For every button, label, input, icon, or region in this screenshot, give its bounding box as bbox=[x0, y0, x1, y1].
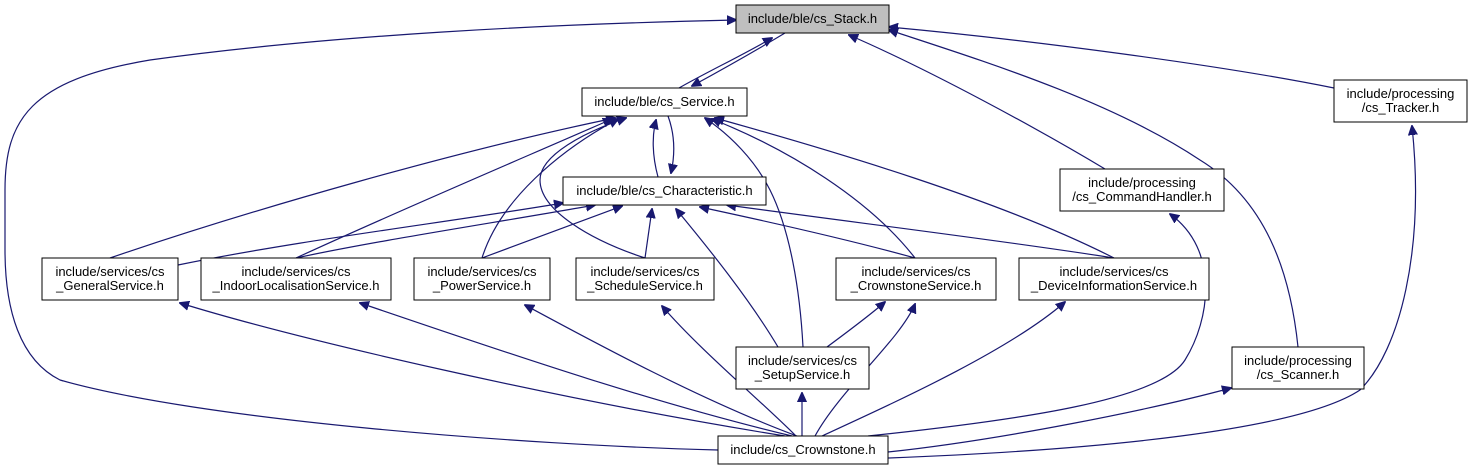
node-box bbox=[835, 257, 997, 301]
edge-crownstone-to-indoor bbox=[360, 303, 793, 437]
edge-schedule-to-service bbox=[539, 118, 646, 259]
node-deviceinfo[interactable]: include/services/cs_DeviceInformationSer… bbox=[1018, 257, 1210, 301]
node-label: include/ble/cs_Stack.h bbox=[748, 11, 877, 26]
edge-tracker-to-stack bbox=[889, 27, 1335, 89]
node-box bbox=[717, 435, 889, 465]
node-box bbox=[562, 176, 767, 206]
node-general[interactable]: include/services/cs_GeneralService.h bbox=[41, 257, 179, 301]
node-label: include/ble/cs_Service.h bbox=[594, 94, 734, 109]
node-label: _DeviceInformationService.h bbox=[1030, 278, 1197, 293]
edge-cmdhandler-to-stack bbox=[849, 35, 1106, 170]
node-box bbox=[1231, 346, 1365, 390]
edge-crownstone_svc-to-characteristic bbox=[700, 207, 916, 259]
node-label: include/ble/cs_Characteristic.h bbox=[576, 183, 752, 198]
edge-deviceinfo-to-characteristic bbox=[727, 205, 1115, 259]
node-label: /cs_CommandHandler.h bbox=[1072, 189, 1211, 204]
node-label: include/services/cs bbox=[1059, 264, 1169, 279]
node-label: include/services/cs bbox=[861, 264, 971, 279]
node-box bbox=[735, 346, 870, 390]
edge-stack-to-service bbox=[692, 32, 786, 86]
edge-crownstone-to-scanner bbox=[887, 388, 1231, 453]
node-label: include/services/cs bbox=[748, 353, 858, 368]
node-characteristic[interactable]: include/ble/cs_Characteristic.h bbox=[562, 176, 767, 206]
node-service[interactable]: include/ble/cs_Service.h bbox=[581, 87, 748, 117]
node-box bbox=[575, 257, 715, 301]
node-label: include/services/cs bbox=[427, 264, 537, 279]
edge-general-to-service bbox=[109, 118, 615, 259]
edge-schedule-to-characteristic bbox=[644, 209, 652, 259]
node-tracker[interactable]: include/processing/cs_Tracker.h bbox=[1333, 79, 1468, 123]
edge-general-to-characteristic bbox=[177, 203, 563, 266]
node-label: _SetupService.h bbox=[754, 367, 850, 382]
edge-crownstone-to-cmdhandler bbox=[867, 214, 1207, 437]
edge-crownstone-to-deviceinfo bbox=[821, 302, 1065, 437]
node-cmdhandler[interactable]: include/processing/cs_CommandHandler.h bbox=[1059, 168, 1225, 212]
edge-crownstone-to-general bbox=[180, 303, 786, 437]
edge-crownstone-to-power bbox=[525, 305, 798, 437]
node-label: include/services/cs bbox=[590, 264, 700, 279]
nodes-layer: include/ble/cs_Stack.h include/ble/cs_Ser… bbox=[41, 4, 1468, 465]
node-label: _IndoorLocalisationService.h bbox=[212, 278, 380, 293]
node-schedule[interactable]: include/services/cs_ScheduleService.h bbox=[575, 257, 715, 301]
node-label: _PowerService.h bbox=[432, 278, 531, 293]
edge-power-to-characteristic bbox=[481, 206, 622, 259]
node-setup[interactable]: include/services/cs_SetupService.h bbox=[735, 346, 870, 390]
edge-characteristic-to-service bbox=[653, 120, 658, 178]
edge-crownstone-to-schedule bbox=[662, 306, 797, 437]
node-box bbox=[1018, 257, 1210, 301]
edges-layer bbox=[4, 20, 1415, 459]
node-box bbox=[413, 257, 551, 301]
node-label: include/services/cs bbox=[241, 264, 351, 279]
edge-indoor-to-service bbox=[295, 119, 612, 259]
edge-indoor-to-characteristic bbox=[295, 205, 595, 259]
edge-setup-to-service bbox=[705, 118, 804, 348]
node-box bbox=[200, 257, 392, 301]
node-box bbox=[581, 87, 748, 117]
node-box bbox=[735, 4, 890, 34]
edge-setup-to-crownstone_svc bbox=[826, 302, 885, 348]
node-indoor[interactable]: include/services/cs_IndoorLocalisationSe… bbox=[200, 257, 392, 301]
node-label: /cs_Scanner.h bbox=[1257, 367, 1339, 382]
edge-crownstone-to-stack bbox=[4, 20, 736, 451]
node-power[interactable]: include/services/cs_PowerService.h bbox=[413, 257, 551, 301]
node-label: _CrownstoneService.h bbox=[850, 278, 982, 293]
node-stack[interactable]: include/ble/cs_Stack.h bbox=[735, 4, 890, 34]
node-label: /cs_Tracker.h bbox=[1362, 100, 1440, 115]
edge-power-to-service bbox=[481, 119, 618, 259]
edge-scanner-to-stack bbox=[889, 30, 1299, 348]
node-label: include/services/cs bbox=[55, 264, 165, 279]
node-scanner[interactable]: include/processing/cs_Scanner.h bbox=[1231, 346, 1365, 390]
node-box bbox=[1059, 168, 1225, 212]
edge-setup-to-characteristic bbox=[676, 209, 779, 348]
node-label: _ScheduleService.h bbox=[586, 278, 703, 293]
node-label: include/processing bbox=[1088, 175, 1196, 190]
edge-deviceinfo-to-service bbox=[715, 118, 1115, 259]
edge-service-to-stack bbox=[678, 38, 772, 89]
node-label: include/processing bbox=[1244, 353, 1352, 368]
node-box bbox=[41, 257, 179, 301]
node-label: include/processing bbox=[1347, 86, 1455, 101]
node-label: include/cs_Crownstone.h bbox=[730, 442, 875, 457]
node-box bbox=[1333, 79, 1468, 123]
node-crownstone[interactable]: include/cs_Crownstone.h bbox=[717, 435, 889, 465]
edge-crownstone_svc-to-service bbox=[712, 119, 916, 259]
edge-service-to-characteristic bbox=[667, 115, 674, 173]
node-label: _GeneralService.h bbox=[55, 278, 164, 293]
node-crownstone_svc[interactable]: include/services/cs_CrownstoneService.h bbox=[835, 257, 997, 301]
edge-crownstone-to-tracker bbox=[887, 126, 1415, 459]
